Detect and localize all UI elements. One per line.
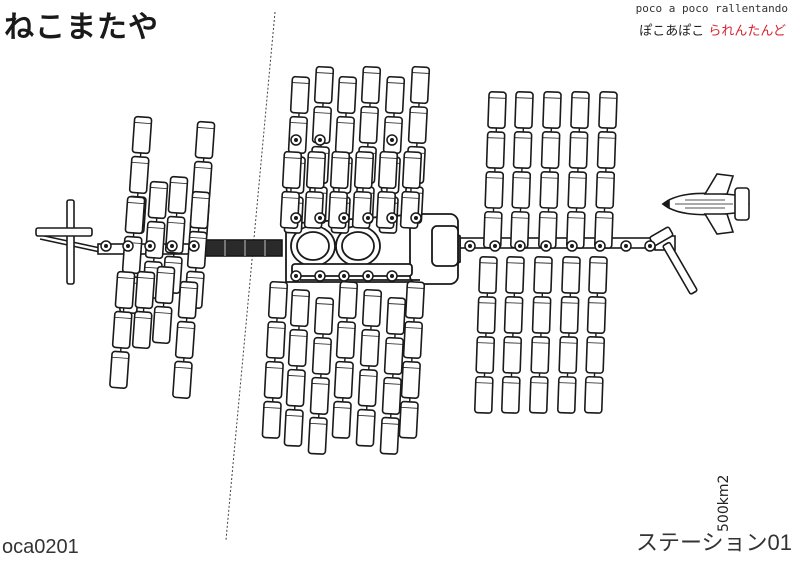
truss-joint bbox=[100, 240, 112, 252]
truss-joint bbox=[489, 240, 501, 252]
brand-jp-part-a: ぽこあぽこ bbox=[639, 24, 709, 39]
truss-joint bbox=[644, 240, 656, 252]
panel-column bbox=[593, 90, 618, 250]
panel-joint bbox=[386, 134, 398, 146]
truss-joint bbox=[514, 240, 526, 252]
panel-column bbox=[473, 255, 498, 415]
panel-joint bbox=[314, 134, 326, 146]
truss-joint bbox=[122, 240, 134, 252]
panel-column bbox=[331, 280, 359, 440]
panel-column bbox=[261, 280, 289, 440]
panel-joint bbox=[290, 134, 302, 146]
shuttle bbox=[661, 173, 750, 235]
panel-joint bbox=[314, 270, 326, 282]
panel-joint bbox=[386, 212, 398, 224]
panel-column bbox=[500, 255, 525, 415]
panel-joint bbox=[314, 212, 326, 224]
station-title: ステーション01 bbox=[635, 530, 792, 555]
panel-column bbox=[565, 90, 590, 250]
panel-column bbox=[131, 270, 156, 350]
truss-joint bbox=[188, 240, 200, 252]
panel-column bbox=[161, 175, 189, 295]
panel-column bbox=[283, 288, 311, 448]
truss-joint bbox=[594, 240, 606, 252]
scale-label: 500km2 bbox=[716, 474, 732, 532]
panel-column bbox=[509, 90, 534, 250]
panel-column bbox=[279, 150, 303, 230]
panel-column bbox=[537, 90, 562, 250]
panel-column bbox=[528, 255, 553, 415]
dotted-guide-line bbox=[225, 11, 276, 541]
truss-joint bbox=[166, 240, 178, 252]
solar-panels bbox=[100, 65, 656, 456]
left-mast bbox=[35, 199, 93, 285]
panel-column bbox=[351, 150, 375, 230]
panel-column bbox=[141, 180, 169, 300]
panel-column bbox=[556, 255, 581, 415]
panel-column bbox=[151, 265, 176, 345]
panel-joint bbox=[362, 212, 374, 224]
panel-column bbox=[171, 280, 199, 400]
panel-column bbox=[303, 150, 327, 230]
truss-joint bbox=[566, 240, 578, 252]
brand-name-en: poco a poco rallentando bbox=[635, 2, 788, 15]
panel-column bbox=[375, 150, 399, 230]
panel-joint bbox=[290, 270, 302, 282]
panel-joint bbox=[290, 212, 302, 224]
panel-column bbox=[327, 150, 351, 230]
panel-column bbox=[108, 270, 136, 390]
code-label: oca0201 bbox=[2, 536, 79, 558]
brand-name-jp: ぽこあぽこ られんたんど bbox=[639, 20, 786, 39]
truss-joint bbox=[620, 240, 632, 252]
truss-joint bbox=[464, 240, 476, 252]
truss-joint bbox=[144, 240, 156, 252]
panel-column bbox=[482, 90, 507, 250]
panel-column bbox=[583, 255, 608, 415]
brand-jp-part-b: られんたんど bbox=[708, 24, 786, 39]
panel-column bbox=[398, 280, 426, 440]
panel-joint bbox=[338, 212, 350, 224]
right-arm bbox=[649, 226, 698, 295]
panel-joint bbox=[410, 212, 422, 224]
panel-column bbox=[307, 296, 335, 456]
panel-joint bbox=[386, 270, 398, 282]
logo-text: ねこまたや bbox=[4, 10, 159, 45]
core-modules bbox=[285, 213, 461, 285]
panel-column bbox=[399, 150, 423, 230]
panel-column bbox=[355, 288, 383, 448]
panel-joint bbox=[338, 270, 350, 282]
panel-column bbox=[379, 296, 407, 456]
truss-joint bbox=[540, 240, 552, 252]
panel-joint bbox=[362, 270, 374, 282]
